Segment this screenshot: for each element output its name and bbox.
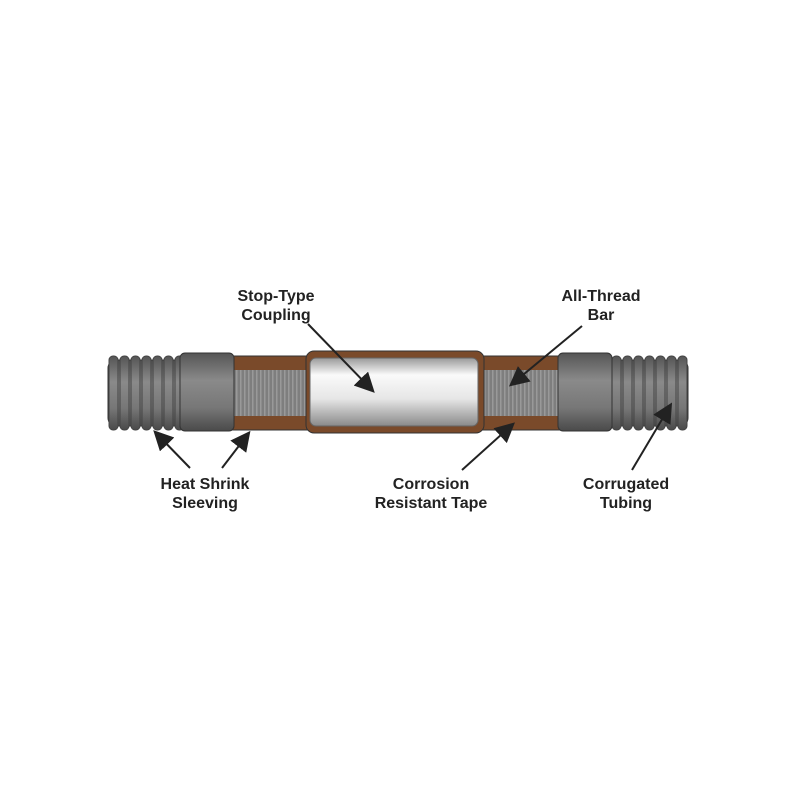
label-line: Resistant Tape	[374, 495, 488, 512]
corrugated-tubing-right	[607, 355, 689, 431]
arrow-coupling	[307, 323, 375, 393]
label-line: Bar	[587, 307, 615, 324]
coupling	[309, 357, 479, 427]
label-line: Heat Shrink	[160, 476, 250, 493]
arrow-heat-shrink-1	[153, 430, 191, 469]
thread-bar-left	[232, 370, 312, 416]
corrugation-rib	[633, 355, 644, 431]
corrugation-rib	[163, 355, 174, 431]
corrugation-rib	[611, 355, 622, 431]
corrugation-rib	[677, 355, 688, 431]
heat-shrink-left	[179, 352, 235, 432]
corrugation-rib	[130, 355, 141, 431]
corrugation-rib	[119, 355, 130, 431]
label-line: Coupling	[241, 307, 311, 324]
label-line: Stop-Type	[237, 288, 315, 305]
corrugation-rib	[622, 355, 633, 431]
corrugation-rib	[666, 355, 677, 431]
corrugated-tubing-left	[107, 355, 185, 431]
label-line: Tubing	[599, 495, 653, 512]
corrugation-rib	[108, 355, 119, 431]
corrugation-rib	[644, 355, 655, 431]
corrugation-rib	[141, 355, 152, 431]
label-line: Corrosion	[392, 476, 470, 493]
heat-shrink-right	[557, 352, 613, 432]
corrugation-rib	[152, 355, 163, 431]
label-line: All-Thread	[561, 288, 641, 305]
arrow-heat-shrink-2	[221, 430, 251, 469]
corrugation-rib	[655, 355, 666, 431]
arrow-tape	[461, 422, 515, 471]
label-line: Sleeving	[172, 495, 238, 512]
arrow-all-thread	[508, 325, 583, 387]
arrow-corrugated	[631, 402, 673, 471]
thread-bar-right	[476, 370, 562, 416]
label-line: Corrugated	[582, 476, 670, 493]
